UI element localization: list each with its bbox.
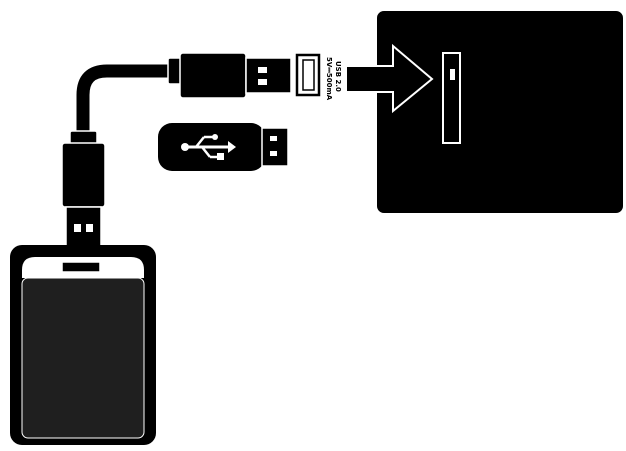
vertical-plug-connector [65,206,102,253]
usb-flash-drive [158,123,289,171]
plug-body [179,52,247,99]
usb-plug-vertical [61,130,106,253]
cable-wire [76,64,172,134]
tv-body [377,11,623,213]
port-label-line2: 5V⎓500mA [325,57,333,101]
usb-trident-icon [181,134,236,160]
hdd-usb-port [61,261,101,273]
tv-usb-port-contact [450,69,455,80]
external-hard-drive [10,245,156,445]
flash-contact-1 [270,136,277,141]
plug-contact-1 [258,67,267,73]
port-label-line1: USB 2.0 [334,61,342,92]
plug-contact-2 [258,79,267,85]
vertical-plug-contact-1 [74,224,81,232]
port-label-group: USB 2.0 5V⎓500mA [325,57,342,101]
vertical-plug-body [61,142,106,208]
usb-port-outline [295,53,321,97]
usb-plug-top [167,52,292,99]
tv-usb-port [442,52,461,144]
insert-arrow [345,43,434,114]
plug-connector [245,57,292,94]
arrow-icon [345,43,434,114]
usb-cable [76,64,172,134]
hdd-face [21,277,145,439]
vertical-plug-contact-2 [86,224,93,232]
flash-contact-2 [270,151,277,156]
port-outline-inner [302,59,315,91]
tv-device [377,11,623,213]
flash-drive-connector [261,127,289,167]
